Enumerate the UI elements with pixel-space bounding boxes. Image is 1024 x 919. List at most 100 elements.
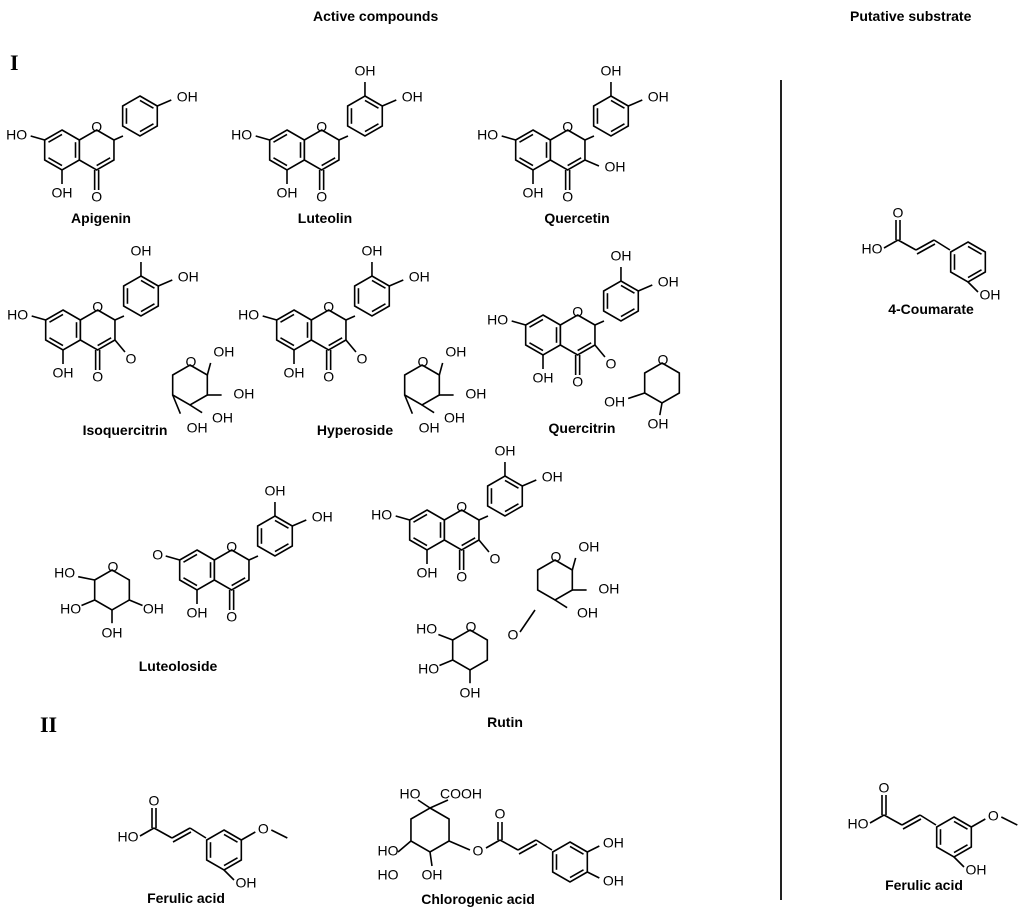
hydroxyl: HO bbox=[7, 307, 28, 323]
double-bond bbox=[967, 269, 982, 279]
hydroxyl: HO bbox=[400, 786, 421, 802]
double-bond bbox=[577, 342, 592, 352]
double-bond bbox=[519, 157, 534, 167]
glycosidic-oxygen: O bbox=[152, 547, 163, 563]
section-marker-1: I bbox=[10, 50, 19, 75]
hydroxyl: OH bbox=[444, 410, 465, 426]
double-bond bbox=[620, 284, 635, 294]
ring-a bbox=[275, 309, 313, 351]
bond bbox=[189, 827, 207, 839]
hydroxyl: OH bbox=[236, 875, 257, 891]
bond bbox=[113, 135, 124, 141]
hydroxyl: HO bbox=[60, 601, 81, 617]
ring-c bbox=[559, 314, 596, 356]
hydroxyl: OH bbox=[604, 394, 625, 410]
double-bond bbox=[364, 99, 379, 109]
double-bond bbox=[328, 337, 343, 347]
ring-b bbox=[346, 95, 384, 137]
header-putative-substrate: Putative substrate bbox=[850, 8, 972, 24]
hydroxyl: HO bbox=[378, 867, 399, 883]
hydroxyl: OH bbox=[178, 269, 199, 285]
ester-oxygen: O bbox=[473, 843, 484, 859]
hydroxyl: OH bbox=[212, 410, 233, 426]
bond bbox=[584, 135, 595, 141]
hydroxyl: OH bbox=[52, 185, 73, 201]
double-bond bbox=[280, 337, 295, 347]
bond bbox=[78, 575, 95, 581]
hydroxyl: HO bbox=[416, 621, 437, 637]
bond bbox=[338, 135, 349, 141]
hydroxyl: OH bbox=[187, 420, 208, 436]
bond bbox=[519, 609, 536, 633]
double-bond bbox=[504, 503, 519, 513]
bond bbox=[499, 839, 519, 851]
sugar-rutin-glucose bbox=[536, 559, 574, 601]
label-4-coumarate: 4-Coumarate bbox=[888, 301, 974, 317]
hydroxyl: OH bbox=[533, 370, 554, 386]
label-ferulic-acid: Ferulic acid bbox=[147, 890, 225, 906]
bond bbox=[345, 315, 356, 321]
hydroxyl: OH bbox=[187, 605, 208, 621]
double-bond bbox=[96, 157, 111, 167]
bond bbox=[171, 827, 191, 839]
bond bbox=[571, 557, 577, 571]
ring-b bbox=[122, 275, 160, 317]
bond bbox=[206, 362, 212, 376]
ring-oxygen: O bbox=[658, 352, 669, 368]
bond bbox=[381, 99, 397, 107]
hydroxyl: OH bbox=[264, 483, 285, 499]
sugar-rutin-rhamnose bbox=[451, 629, 489, 671]
hydroxyl: OH bbox=[966, 862, 987, 878]
bond bbox=[554, 599, 568, 609]
bond bbox=[627, 392, 645, 400]
ring-coumarate bbox=[949, 241, 987, 283]
double-bond bbox=[371, 303, 386, 313]
ring-c bbox=[78, 129, 115, 171]
header-active-compounds: Active compounds bbox=[313, 8, 439, 24]
bond bbox=[521, 479, 537, 487]
double-bond bbox=[273, 133, 288, 143]
double-bond bbox=[231, 577, 246, 587]
glycosidic-oxygen: O bbox=[126, 351, 137, 367]
double-bond bbox=[519, 133, 534, 143]
ring-a bbox=[178, 549, 216, 591]
ring-b bbox=[256, 515, 294, 557]
hydroxyl: OH bbox=[598, 581, 619, 597]
bond bbox=[869, 814, 885, 824]
hydroxyl: HO bbox=[487, 312, 508, 328]
ring-oxygen: O bbox=[323, 299, 334, 315]
hydroxyl: OH bbox=[460, 685, 481, 701]
bond bbox=[967, 281, 979, 293]
hydroxyl: OH bbox=[465, 386, 486, 402]
bond bbox=[659, 402, 663, 416]
carbonyl-oxygen: O bbox=[495, 806, 506, 822]
double-bond bbox=[504, 479, 519, 489]
bond bbox=[511, 320, 526, 326]
ring-b bbox=[353, 275, 391, 317]
double-bond bbox=[140, 279, 155, 289]
ring-a bbox=[43, 129, 81, 171]
bond bbox=[627, 99, 643, 107]
ring-c bbox=[303, 129, 340, 171]
bond bbox=[637, 284, 653, 292]
bond bbox=[478, 539, 490, 553]
bond bbox=[114, 339, 126, 353]
hydroxyl: OH bbox=[600, 63, 621, 79]
hydroxyl: OH bbox=[312, 509, 333, 525]
hydroxyl: OH bbox=[409, 269, 430, 285]
column-divider bbox=[780, 80, 782, 900]
ring-oxygen: O bbox=[226, 539, 237, 555]
hydroxyl: OH bbox=[284, 365, 305, 381]
hydroxyl: HO bbox=[848, 816, 869, 832]
double-bond bbox=[569, 845, 584, 855]
hydroxyl: OH bbox=[53, 365, 74, 381]
bond bbox=[248, 555, 259, 561]
double-bond bbox=[274, 543, 289, 553]
hydroxyl: OH bbox=[523, 185, 544, 201]
double-bond bbox=[953, 820, 968, 830]
hydroxyl: OH bbox=[494, 443, 515, 459]
label-quercetin: Quercetin bbox=[544, 210, 610, 226]
double-bond bbox=[967, 245, 982, 255]
glycosidic-oxygen: O bbox=[357, 351, 368, 367]
bond bbox=[189, 404, 203, 414]
